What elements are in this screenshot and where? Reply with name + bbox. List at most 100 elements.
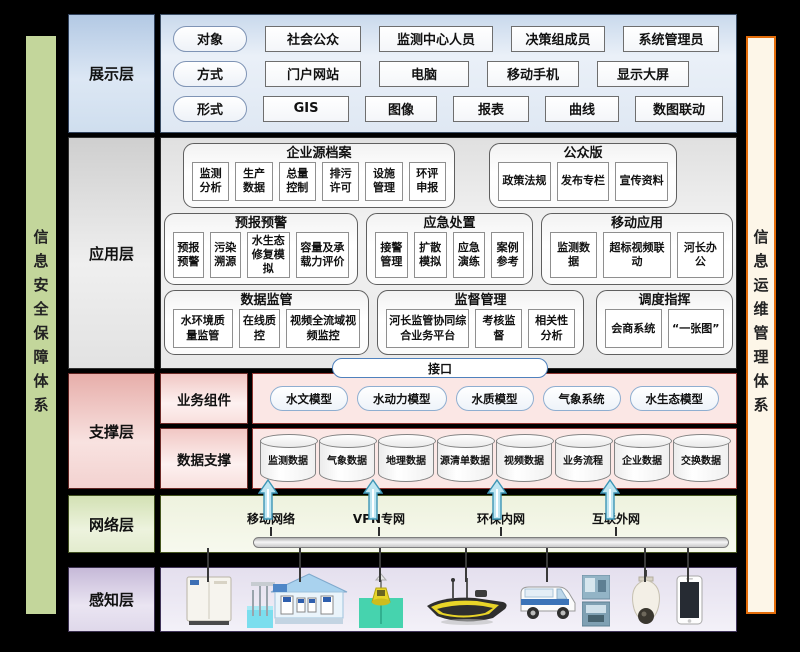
database-cylinder: 监测数据 [260, 434, 318, 482]
model-pill: 水生态模型 [629, 386, 719, 411]
group-item: 设施管理 [365, 162, 403, 201]
group-public-edition: 公众版 政策法规 发布专栏 宣传资料 [489, 143, 677, 208]
data-support-label: 数据支撑 [160, 428, 248, 489]
bus-drop-line [465, 548, 467, 582]
group-forecast-warning: 预报预警 预报预警 污染溯源 水生态修复模拟 容量及承载力评价 [164, 212, 358, 286]
node-connector [378, 527, 380, 536]
group-item: 水生态修复模拟 [246, 231, 290, 279]
group-item: 环评申报 [408, 162, 446, 201]
bus-drop-line [644, 548, 646, 582]
bus-drop-line [207, 548, 209, 582]
group-item: 在线质控 [238, 309, 281, 349]
display-item: 电脑 [379, 60, 469, 87]
group-item: 河长办公 [676, 231, 724, 279]
display-row-format: 形式 GIS 图像 报表 曲线 数图联动 [173, 95, 730, 122]
database-cylinder: 业务流程 [555, 434, 613, 482]
display-layer-content: 对象 社会公众 监测中心人员 决策组成员 系统管理员 方式 门户网站 电脑 移动… [160, 14, 737, 133]
perception-layer-content [160, 567, 737, 632]
group-item: 发布专栏 [556, 162, 610, 201]
group-title: 企业源档案 [286, 146, 352, 161]
application-row-3: 数据监管 水环境质量监管 在线质控 视频全流域视频监控 监督管理 河长监管协同综… [164, 290, 733, 356]
up-arrow-icon [363, 479, 383, 520]
support-layer-label: 支撑层 [68, 373, 155, 489]
display-item: 报表 [453, 95, 529, 122]
model-pill: 水动力模型 [357, 386, 447, 411]
network-node: 互联外网 [591, 512, 641, 526]
network-bus [253, 537, 729, 548]
bus-drop-line [546, 548, 548, 582]
application-row-2: 预报预警 预报预警 污染溯源 水生态修复模拟 容量及承载力评价 应急处置 接警管… [164, 212, 733, 286]
node-connector [500, 527, 502, 536]
database-cylinder: 交换数据 [673, 434, 731, 482]
station-equipment-photos-icon [582, 575, 610, 627]
group-item: 超标视频联动 [603, 231, 671, 279]
display-item: 决策组成员 [511, 25, 605, 52]
display-item: GIS [263, 95, 349, 122]
group-item: 政策法规 [498, 162, 551, 201]
audience-pill: 对象 [173, 25, 247, 52]
database-cylinder: 视频数据 [496, 434, 554, 482]
display-row-channel: 方式 门户网站 电脑 移动手机 显示大屏 [173, 60, 730, 87]
group-item: 扩散模拟 [413, 231, 447, 279]
channel-pill: 方式 [173, 60, 247, 87]
group-item: 视频全流域视频监控 [286, 309, 360, 349]
group-emergency-response: 应急处置 接警管理 扩散模拟 应急演练 案例参考 [366, 212, 533, 286]
group-title: 调度指挥 [638, 293, 691, 309]
application-row-1: 企业源档案 监测分析 生产数据 总量控制 排污许可 设施管理 环评申报 公众版 … [164, 143, 733, 208]
group-item: 排污许可 [321, 162, 360, 201]
unmanned-survey-boat-icon [427, 578, 507, 625]
dome-camera-icon [632, 570, 660, 624]
group-item: 应急演练 [452, 231, 486, 279]
security-assurance-label: 信息安全保障体系 [31, 229, 50, 421]
business-components-content: 水文模型 水动力模型 水质模型 气象系统 水生态模型 [252, 373, 737, 424]
network-node: VPN专网 [352, 512, 406, 526]
display-layer-label: 展示层 [68, 14, 155, 133]
format-pill: 形式 [173, 95, 247, 122]
group-item: 污染溯源 [209, 231, 241, 279]
group-dispatch-command: 调度指挥 会商系统 “一张图” [596, 290, 733, 356]
display-item: 图像 [365, 95, 437, 122]
display-item: 曲线 [545, 95, 619, 122]
interface-pill: 接口 [332, 358, 548, 378]
group-title: 预报预警 [234, 215, 287, 231]
water-quality-station-icon [247, 573, 348, 628]
up-arrow-icon [600, 479, 620, 520]
database-cylinder: 源清单数据 [437, 434, 495, 482]
operations-management-sidebar: 信息运维管理体系 [746, 36, 776, 614]
group-item: 宣传资料 [615, 162, 669, 201]
display-item: 监测中心人员 [379, 25, 493, 52]
group-title: 数据监管 [240, 293, 293, 309]
up-arrow-icon [258, 479, 278, 520]
group-item: 监测分析 [192, 162, 230, 201]
smartphone-icon [676, 575, 703, 625]
business-components-label: 业务组件 [160, 373, 248, 424]
security-assurance-sidebar: 信息安全保障体系 [26, 36, 56, 614]
database-cylinder: 地理数据 [378, 434, 436, 482]
display-item: 门户网站 [265, 60, 361, 87]
bus-drop-line [299, 548, 301, 582]
monitoring-cabinet-icon [186, 576, 232, 625]
display-item: 系统管理员 [623, 25, 719, 52]
group-mobile-apps: 移动应用 监测数据 超标视频联动 河长办公 [541, 212, 733, 286]
node-connector [270, 527, 272, 536]
display-item: 数图联动 [635, 95, 723, 122]
group-item: 会商系统 [605, 309, 662, 349]
bus-drop-line [379, 548, 381, 582]
group-item: 容量及承载力评价 [295, 231, 349, 279]
group-item: 案例参考 [491, 231, 524, 279]
group-item: 预报预警 [173, 231, 204, 279]
display-row-audience: 对象 社会公众 监测中心人员 决策组成员 系统管理员 [173, 25, 730, 52]
group-title: 监督管理 [454, 293, 507, 309]
group-item: 监测数据 [550, 231, 598, 279]
network-layer-label: 网络层 [68, 495, 155, 553]
perception-layer-label: 感知层 [68, 567, 155, 632]
group-title: 公众版 [563, 146, 603, 161]
group-data-supervision: 数据监管 水环境质量监管 在线质控 视频全流域视频监控 [164, 290, 369, 356]
network-layer-content: 移动网络 VPN专网 环保内网 互联外网 [160, 495, 737, 553]
up-arrow-icon [487, 479, 507, 520]
group-item: “一张图” [667, 309, 724, 349]
display-item: 移动手机 [487, 60, 579, 87]
model-pill: 水质模型 [455, 386, 534, 411]
model-pill: 水文模型 [270, 386, 348, 411]
